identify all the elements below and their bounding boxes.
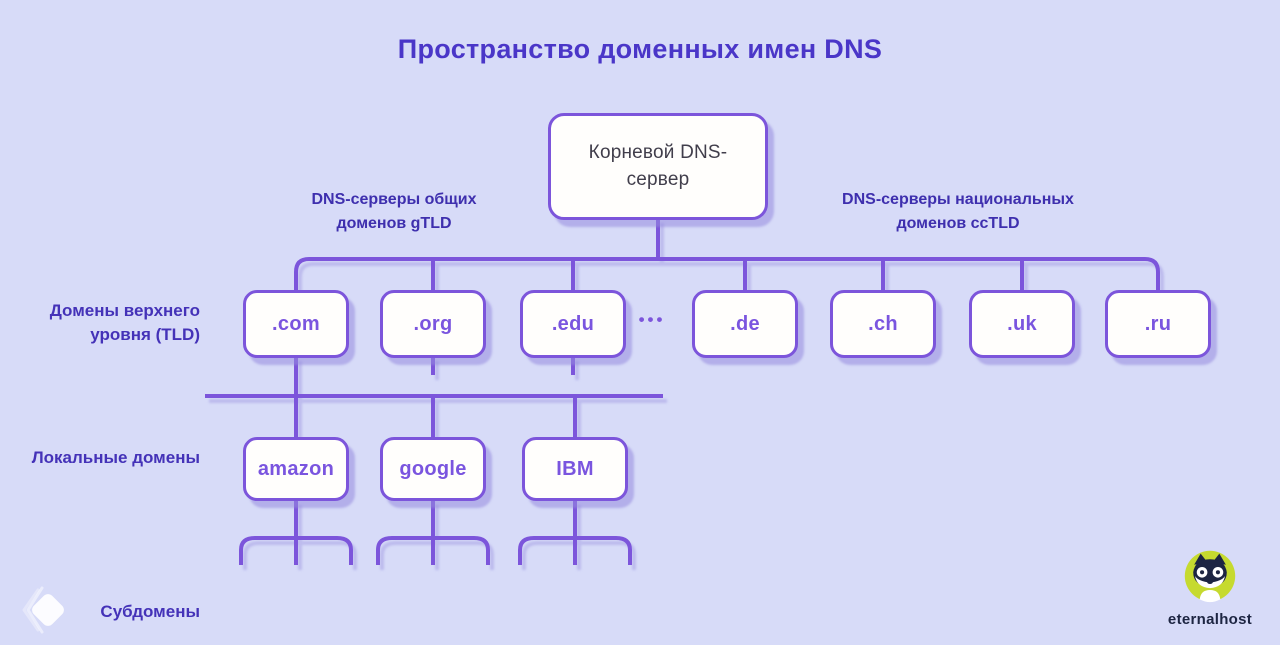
raccoon-mascot-icon [1184,550,1236,603]
node-ru: .ru [1105,290,1211,358]
page-title: Пространство доменных имен DNS [397,34,883,64]
node-com: .com [243,290,349,358]
eternalhost-logo-text: eternalhost [1167,611,1253,628]
node-ibm: IBM [522,437,628,501]
eternalhost-logo: eternalhost [1160,548,1260,628]
ellipsis-more-tlds: ••• [638,310,666,329]
node-de: .de [692,290,798,358]
label-cctld-servers: DNS-серверы национальных доменов ccTLD [842,191,1074,232]
node-google: google [380,437,486,501]
node-uk: .uk [969,290,1075,358]
label-level-tld: Домены верхнего уровня (TLD) [49,301,200,344]
diamond-watermark-icon [22,586,64,634]
label-level-local: Локальные домены [31,448,200,467]
node-amazon: amazon [243,437,349,501]
node-ch: .ch [830,290,936,358]
label-gtld-servers: DNS-серверы общих доменов gTLD [311,191,477,232]
label-level-subdomains: Субдомены [100,602,200,621]
node-org: .org [380,290,486,358]
node-root-dns-server: Корневой DNS-сервер [548,113,768,220]
node-edu: .edu [520,290,626,358]
